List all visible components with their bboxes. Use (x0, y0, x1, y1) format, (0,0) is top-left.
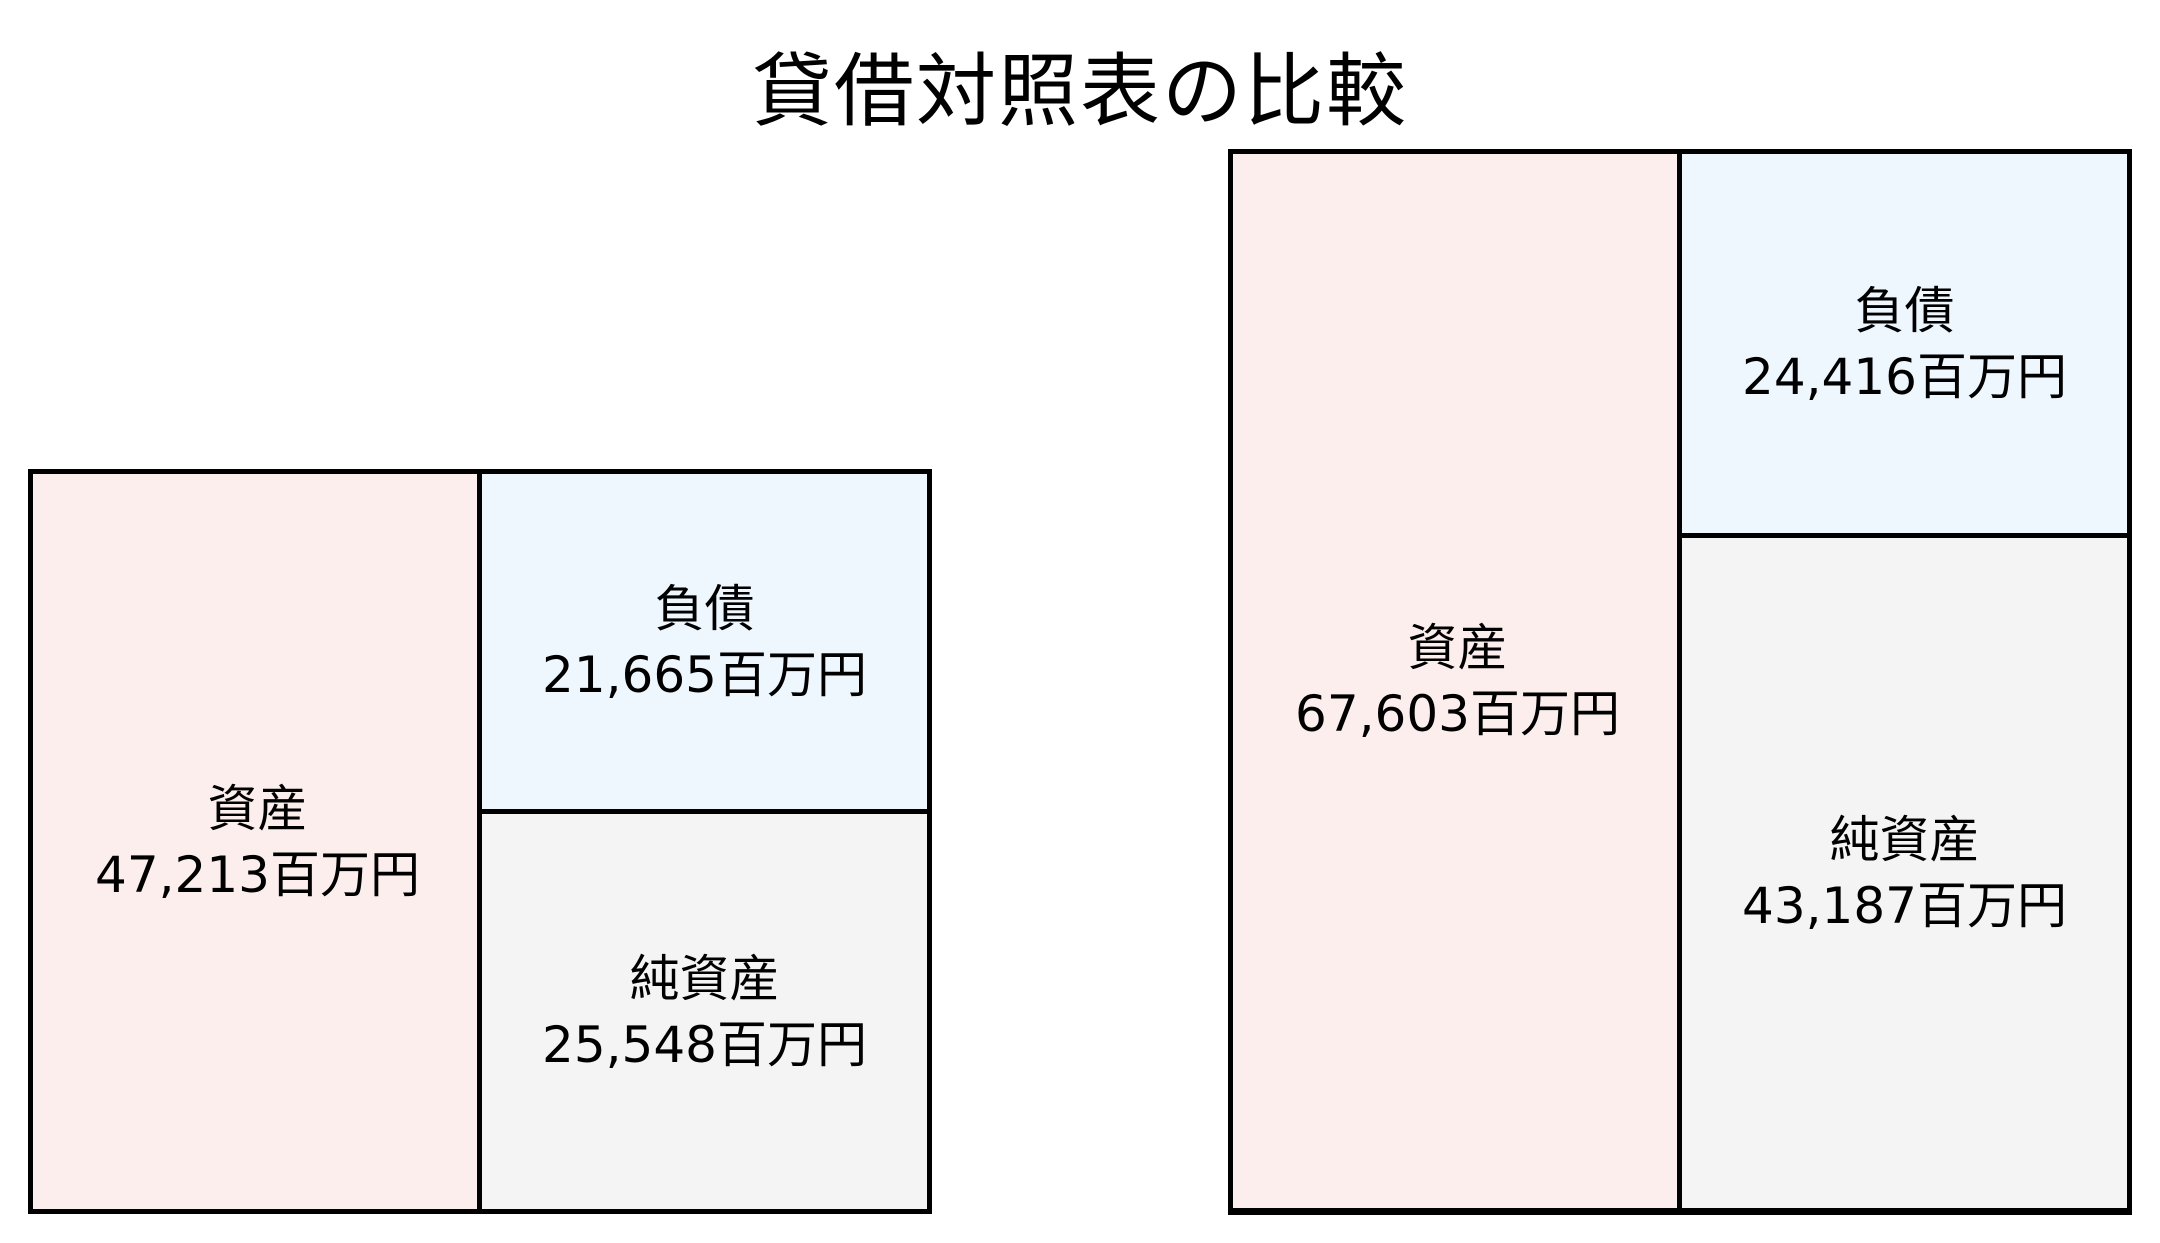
liabilities-value-right: 24,416百万円 (1742, 347, 2067, 406)
assets-value-right: 67,603百万円 (1295, 685, 1620, 743)
row-divider-right (1682, 533, 2127, 538)
net-assets-label-left: 純資産 (629, 949, 780, 1008)
net-assets-value-left: 25,548百万円 (542, 1015, 867, 1074)
net-assets-value-right: 43,187百万円 (1742, 877, 2067, 935)
balance-sheet-right: 資産 67,603百万円 負債 24,416百万円 純資産 43,187百万円 (1228, 149, 2132, 1215)
assets-label-left: 資産 (207, 779, 308, 838)
liabilities-label-right: 負債 (1854, 281, 1955, 340)
column-divider-left (477, 474, 482, 1209)
assets-label-right: 資産 (1407, 619, 1508, 677)
assets-block-right: 資産 67,603百万円 (1233, 154, 1682, 1208)
column-divider-right (1677, 154, 1682, 1208)
liabilities-block-left: 負債 21,665百万円 (482, 474, 927, 809)
assets-block-left: 資産 47,213百万円 (33, 474, 482, 1209)
chart-title: 貸借対照表の比較 (752, 45, 1408, 138)
net-assets-label-right: 純資産 (1829, 811, 1980, 869)
assets-value-left: 47,213百万円 (95, 845, 420, 904)
row-divider-left (482, 809, 927, 814)
liabilities-label-left: 負債 (654, 579, 755, 638)
net-assets-block-right: 純資産 43,187百万円 (1682, 538, 2127, 1208)
liabilities-block-right: 負債 24,416百万円 (1682, 154, 2127, 533)
liabilities-value-left: 21,665百万円 (542, 645, 867, 704)
balance-sheet-left: 資産 47,213百万円 負債 21,665百万円 純資産 25,548百万円 (28, 469, 932, 1214)
net-assets-block-left: 純資産 25,548百万円 (482, 814, 927, 1209)
